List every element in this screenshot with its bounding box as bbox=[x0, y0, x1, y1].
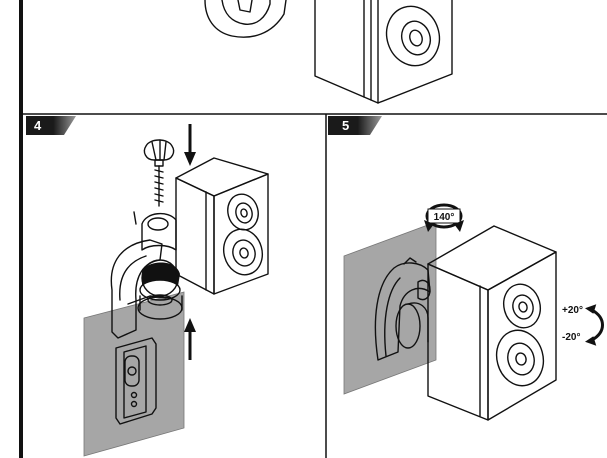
speaker-step-5 bbox=[427, 225, 557, 421]
step-5-panel: 5 bbox=[328, 116, 604, 421]
wall-plate-step-5 bbox=[343, 221, 437, 395]
step-5-number: 5 bbox=[342, 118, 349, 133]
step-4-number: 4 bbox=[34, 118, 42, 133]
arrow-up bbox=[184, 318, 196, 360]
rotation-horizontal-label: 140° bbox=[434, 212, 455, 223]
knob-screw bbox=[143, 139, 175, 207]
rotation-arrow-horizontal: 140° bbox=[424, 203, 464, 232]
ball-joint bbox=[133, 211, 180, 297]
mounting-rail bbox=[115, 337, 157, 425]
tilt-up-label: +20° bbox=[562, 305, 583, 316]
step-4-badge: 4 bbox=[26, 116, 76, 135]
tilt-down-label: -20° bbox=[562, 332, 580, 343]
step-5-badge: 5 bbox=[328, 116, 382, 135]
speaker-step-4 bbox=[175, 157, 269, 295]
speaker-top bbox=[314, 0, 453, 104]
arrow-down bbox=[184, 124, 196, 166]
top-panel-illustration bbox=[204, 0, 453, 104]
rotation-arrow-tilt: +20° -20° bbox=[562, 304, 604, 346]
step-4-panel: 4 bbox=[26, 116, 269, 457]
